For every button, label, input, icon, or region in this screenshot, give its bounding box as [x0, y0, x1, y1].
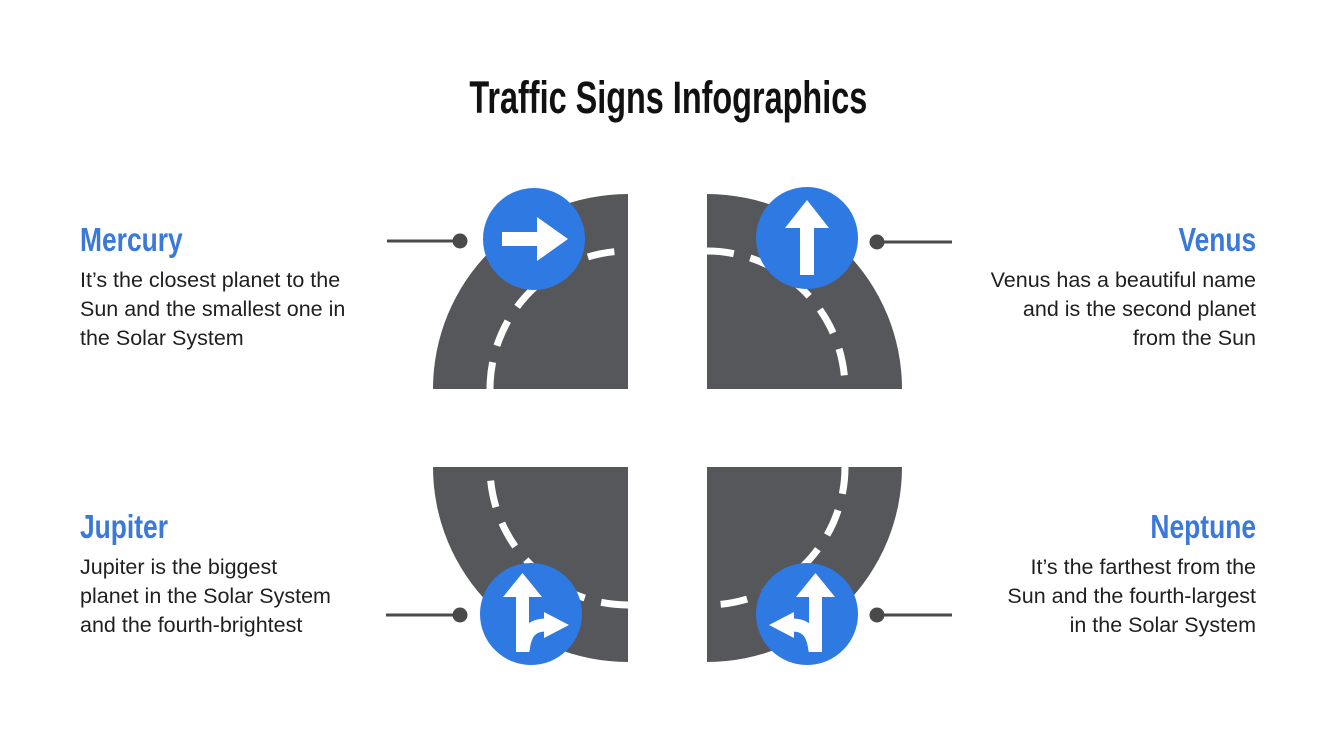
mercury-section: Mercury It’s the closest planet to the S…: [80, 221, 345, 353]
title-bar: Traffic Signs Infographics: [0, 74, 1336, 122]
venus-description: Venus has a beautiful name and is the se…: [990, 268, 1256, 350]
jupiter-connector-dot: [452, 607, 468, 623]
right-arrow-sign-icon: [483, 188, 585, 290]
venus-connector-dot: [869, 234, 885, 250]
neptune-section: Neptune It’s the farthest from the Sun a…: [1007, 508, 1256, 640]
neptune-description: It’s the farthest from the Sun and the f…: [1007, 555, 1256, 637]
neptune-heading-label: Neptune: [1150, 508, 1256, 545]
lane-dash-top-left: [486, 247, 629, 390]
mercury-traffic-sign: [483, 188, 585, 290]
venus-section: Venus Venus has a beautiful name and is …: [991, 221, 1256, 353]
jupiter-traffic-sign: [480, 563, 582, 665]
page-title: Traffic Signs Infographics: [469, 72, 867, 123]
jupiter-heading-label: Jupiter: [80, 508, 169, 545]
straight-or-left-arrow-sign-icon: [756, 563, 858, 665]
mercury-description: It’s the closest planet to the Sun and t…: [80, 268, 346, 350]
neptune-traffic-sign: [756, 563, 858, 665]
jupiter-section: Jupiter Jupiter is the biggest planet in…: [80, 508, 331, 640]
neptune-heading: Neptune: [1007, 508, 1256, 546]
venus-traffic-sign: [756, 187, 858, 289]
mercury-connector-dot: [452, 233, 468, 249]
mercury-heading: Mercury: [80, 221, 345, 259]
up-arrow-sign-icon: [756, 187, 858, 289]
jupiter-heading: Jupiter: [80, 508, 331, 546]
jupiter-description: Jupiter is the biggest planet in the Sol…: [80, 555, 331, 637]
lane-dash-top-right: [706, 247, 849, 390]
neptune-connector-dot: [869, 607, 885, 623]
straight-or-right-arrow-sign-icon: [480, 563, 582, 665]
venus-heading: Venus: [991, 221, 1256, 259]
venus-heading-label: Venus: [1178, 221, 1256, 258]
mercury-heading-label: Mercury: [80, 221, 183, 258]
